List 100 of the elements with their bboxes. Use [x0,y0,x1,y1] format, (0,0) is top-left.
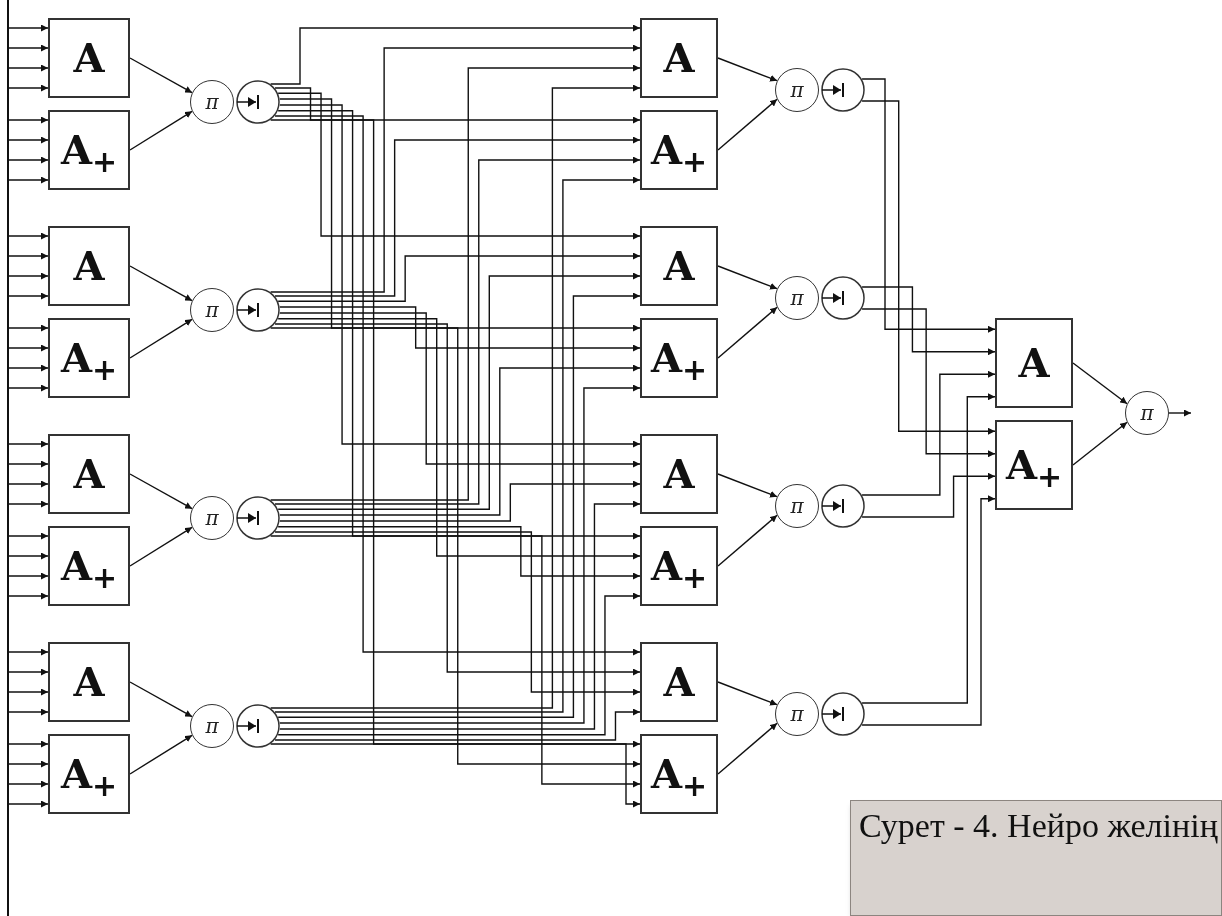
arrow [8,324,49,332]
arrow [274,176,641,713]
unit-box [48,226,130,306]
node-label: π [790,496,804,516]
node-label: π [790,704,804,724]
arrow [269,535,641,788]
node-label: A [663,662,695,702]
node-label: A$_{+}$ [60,754,118,794]
arrow [861,370,996,496]
arrow [8,292,49,300]
unit-box [48,18,130,98]
node-label: π [205,92,219,112]
fan-out-circle [821,484,865,528]
arrow [861,100,996,435]
unit-box [48,318,130,398]
arrow [8,532,49,540]
arrow [8,480,49,488]
arrow [8,688,49,696]
arrow [269,743,641,808]
node-label: A [73,38,105,78]
fan-out-circle [821,276,865,320]
node-label: π [790,80,804,100]
node-label: A [663,454,695,494]
arrow [8,64,49,72]
arrow [717,265,778,290]
arrow [8,24,49,32]
node-label: π [1140,403,1154,423]
arrow [861,472,996,518]
node-label: A [663,38,695,78]
arrow [8,592,49,600]
arrow [8,572,49,580]
arrow [717,722,778,775]
arrow [277,92,641,240]
arrow [717,681,778,706]
arrow [129,318,193,359]
arrow [8,760,49,768]
unit-box [48,734,130,814]
unit-box [640,318,718,398]
node-label: A$_{+}$ [60,546,118,586]
arrow [269,327,641,768]
arrow [8,460,49,468]
arrow [717,57,778,82]
arrow [8,344,49,352]
arrow [717,98,778,151]
arrow [269,64,641,501]
arrow [8,440,49,448]
arrow [8,252,49,260]
node-label: A$_{+}$ [650,130,708,170]
node-label: A$_{+}$ [60,338,118,378]
arrow [279,384,641,724]
arrow [129,473,193,510]
unit-box [640,434,718,514]
arrow [274,531,641,696]
arrow [269,44,641,293]
arrow [274,323,641,676]
node-label: A [1018,343,1050,383]
arrow [129,265,193,302]
arrow [277,318,641,560]
arrow [274,156,641,505]
arrow [8,232,49,240]
arrow [277,252,641,302]
unit-box [640,226,718,306]
arrow [274,708,641,741]
node-label: π [790,288,804,308]
unit-box [48,434,130,514]
arrow [129,526,193,567]
arrow [8,780,49,788]
arrow [861,393,996,704]
arrow [8,84,49,92]
arrow [861,78,996,333]
node-label: A$_{+}$ [650,338,708,378]
caption-text: Сурет - 4. Нейро желінің [859,807,1218,844]
arrow [8,708,49,716]
fan-out-circle [236,288,280,332]
arrow [277,526,641,580]
node-label: A [73,454,105,494]
arrow [8,116,49,124]
arrow [8,156,49,164]
arrow [717,306,778,359]
arrow [1168,409,1192,417]
arrow [279,98,641,332]
unit-box [48,642,130,722]
unit-box [48,526,130,606]
arrow [269,24,641,85]
arrow [279,306,641,352]
node-label: π [205,716,219,736]
arrow [129,681,193,718]
fan-out-circle [236,704,280,748]
arrow [717,514,778,567]
fan-out-circle [821,692,865,736]
unit-box [995,318,1073,408]
arrow [8,668,49,676]
arrow [1072,362,1128,405]
fan-out-circle [236,496,280,540]
arrow [279,312,641,468]
arrow [861,495,996,726]
node-label: π [205,300,219,320]
arrow [717,473,778,498]
unit-box [48,110,130,190]
unit-box [640,110,718,190]
